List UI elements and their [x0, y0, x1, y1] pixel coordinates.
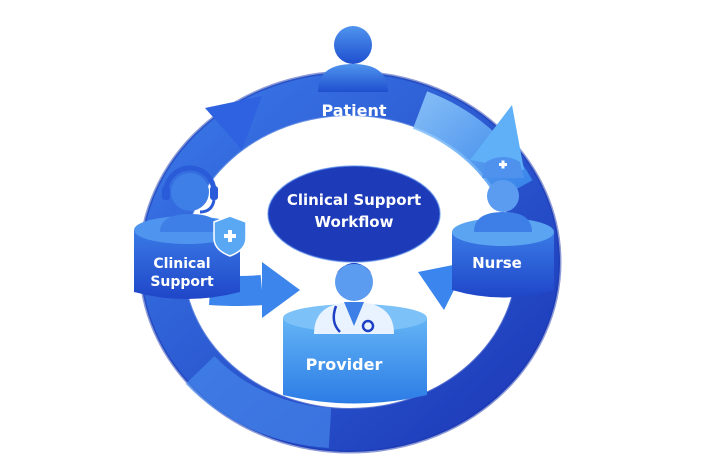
center-title: Clinical Support Workflow	[267, 165, 441, 263]
support-label-line1: Clinical	[153, 256, 210, 272]
support-label-line2: Support	[150, 274, 214, 290]
nurse-label: Nurse	[472, 254, 522, 272]
arrow-patient-to-nurse	[470, 105, 524, 170]
node-provider: Provider	[283, 263, 427, 404]
headset-agent-icon	[160, 165, 220, 232]
person-icon	[318, 26, 388, 92]
arrow-support-to-patient	[205, 96, 262, 150]
center-title-line2: Workflow	[315, 213, 394, 231]
node-patient: Patient	[318, 26, 388, 120]
node-nurse: Nurse	[452, 157, 554, 298]
nurse-icon	[474, 157, 532, 232]
patient-label: Patient	[321, 101, 386, 120]
arrow-support-to-provider	[262, 262, 300, 318]
provider-label: Provider	[306, 355, 383, 374]
doctor-icon	[314, 263, 394, 334]
node-clinical-support: Clinical Support	[134, 165, 247, 299]
center-title-line1: Clinical Support	[287, 191, 421, 209]
shield-plus-icon	[213, 215, 247, 257]
